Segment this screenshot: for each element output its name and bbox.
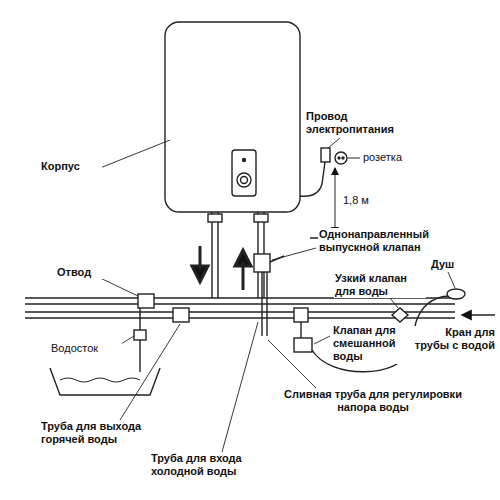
height-dimension	[335, 168, 336, 234]
part-label: Кран для трубы с водой	[409, 326, 496, 352]
part-label: Водосток	[50, 342, 122, 355]
plug	[321, 148, 330, 162]
part-label: Сливная труба для регулировки напора вод…	[282, 388, 464, 414]
part-label: Отвод	[56, 266, 108, 279]
part-label: Узкий клапан для воды	[334, 272, 426, 298]
part-label: Клапан для смешанной воды	[332, 324, 410, 364]
power-cord	[300, 162, 325, 196]
part-label: Душ	[430, 258, 472, 271]
part-label: Однонаправленный выпускной клапан	[318, 228, 450, 254]
part-label: Провод электропитания	[305, 110, 402, 136]
part-label: Корпус	[40, 160, 102, 173]
cold-flow-arrow	[235, 250, 251, 290]
narrow-valve	[392, 308, 408, 322]
part-label: Труба для выхода горячей воды	[40, 420, 172, 446]
socket	[335, 152, 347, 164]
part-label: розетка	[362, 151, 424, 164]
mixer-valve	[294, 338, 312, 352]
hot-flow-arrow	[192, 246, 208, 282]
drain-basin	[50, 368, 160, 395]
one-way-valve	[254, 254, 270, 272]
part-label: Труба для входа холодной воды	[150, 452, 292, 478]
heater-body	[165, 22, 300, 212]
shower-head	[447, 289, 465, 299]
control-panel	[232, 150, 256, 196]
inlet-arrow	[462, 314, 495, 315]
elbow-fitting	[138, 294, 154, 308]
dimension-label: 1,8 м	[342, 194, 384, 207]
